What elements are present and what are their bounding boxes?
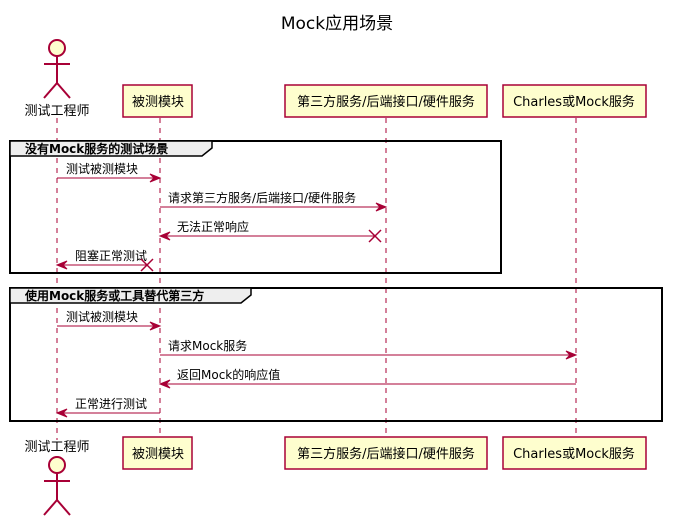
group-label-1: 没有Mock服务的测试场景 <box>25 141 168 156</box>
actor-tester-label-bottom: 测试工程师 <box>24 440 89 455</box>
svg-text:第三方服务/后端接口/硬件服务: 第三方服务/后端接口/硬件服务 <box>297 94 475 110</box>
participant-mock-bottom: Charles或Mock服务 <box>502 436 647 470</box>
diagram-title: Mock应用场景 <box>281 14 393 34</box>
svg-text:请求Mock服务: 请求Mock服务 <box>168 338 247 353</box>
svg-text:被测模块: 被测模块 <box>132 447 184 462</box>
svg-text:请求第三方服务/后端接口/硬件服务: 请求第三方服务/后端接口/硬件服务 <box>168 190 356 205</box>
participant-mock-top: Charles或Mock服务 <box>502 84 647 118</box>
message-2-4: 正常进行测试 <box>55 396 160 418</box>
actor-tester-bottom <box>43 456 71 516</box>
svg-text:阻塞正常测试: 阻塞正常测试 <box>75 248 147 263</box>
message-1-3: 无法正常响应 <box>158 219 382 243</box>
svg-text:Charles或Mock服务: Charles或Mock服务 <box>513 94 635 110</box>
svg-text:返回Mock的响应值: 返回Mock的响应值 <box>177 367 280 382</box>
message-1-1: 测试被测模块 <box>57 161 162 183</box>
svg-text:测试被测模块: 测试被测模块 <box>66 309 138 324</box>
group-frame-1: 没有Mock服务的测试场景 <box>9 140 502 274</box>
message-2-1: 测试被测模块 <box>57 309 162 331</box>
svg-text:无法正常响应: 无法正常响应 <box>177 219 249 234</box>
svg-text:Charles或Mock服务: Charles或Mock服务 <box>513 446 635 462</box>
participant-module-top: 被测模块 <box>122 84 193 118</box>
actor-tester-top <box>43 39 71 99</box>
message-2-2: 请求Mock服务 <box>160 338 578 360</box>
participant-third-top: 第三方服务/后端接口/硬件服务 <box>284 84 488 118</box>
participant-module-bottom: 被测模块 <box>122 436 193 470</box>
svg-text:第三方服务/后端接口/硬件服务: 第三方服务/后端接口/硬件服务 <box>297 446 475 462</box>
participant-third-bottom: 第三方服务/后端接口/硬件服务 <box>284 436 488 470</box>
message-2-3: 返回Mock的响应值 <box>158 367 576 389</box>
group-label-2: 使用Mock服务或工具替代第三方 <box>24 288 204 303</box>
message-1-2: 请求第三方服务/后端接口/硬件服务 <box>160 190 388 212</box>
actor-tester-label-top: 测试工程师 <box>24 104 89 119</box>
svg-text:正常进行测试: 正常进行测试 <box>75 396 147 411</box>
message-1-4: 阻塞正常测试 <box>55 248 154 272</box>
svg-text:测试被测模块: 测试被测模块 <box>66 161 138 176</box>
svg-text:被测模块: 被测模块 <box>132 95 184 110</box>
group-frame-2: 使用Mock服务或工具替代第三方 <box>9 287 663 422</box>
